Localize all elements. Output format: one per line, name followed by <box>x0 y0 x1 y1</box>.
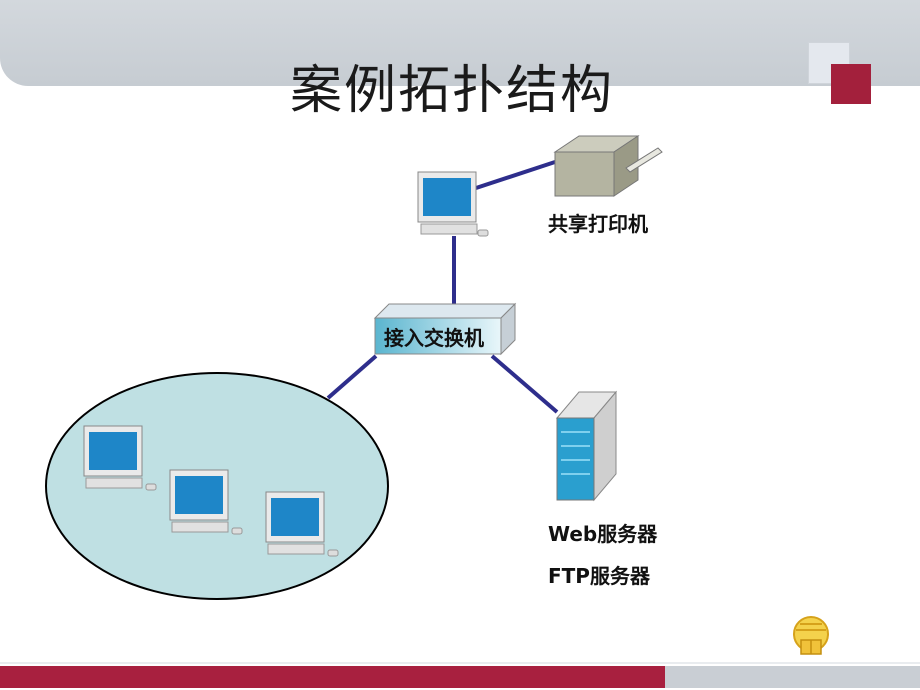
switch-label: 接入交换机 <box>384 326 484 350</box>
link-switch-lan <box>326 354 378 400</box>
server-icon <box>555 390 618 502</box>
footer-bar-gray <box>665 666 920 688</box>
lan-pc-icon <box>169 469 243 535</box>
link-pc-printer <box>475 160 556 190</box>
link-switch-server <box>490 354 559 414</box>
lan-pc-icon <box>83 425 157 491</box>
network-links <box>326 160 559 414</box>
switch-icon <box>373 302 517 356</box>
header-decoration-red-square <box>831 64 871 104</box>
web-server-label: Web服务器 <box>548 522 658 546</box>
slide-title: 案例拓扑结构 <box>290 61 615 121</box>
top-pc-icon <box>417 171 489 237</box>
printer-label: 共享打印机 <box>548 212 648 236</box>
footer-divider <box>0 662 920 664</box>
school-logo-icon <box>793 616 829 655</box>
footer-bar-red <box>0 666 665 688</box>
printer-icon <box>553 135 663 197</box>
ftp-server-label: FTP服务器 <box>548 564 650 588</box>
header-band <box>0 0 920 86</box>
lan-pc-icon <box>265 491 339 557</box>
